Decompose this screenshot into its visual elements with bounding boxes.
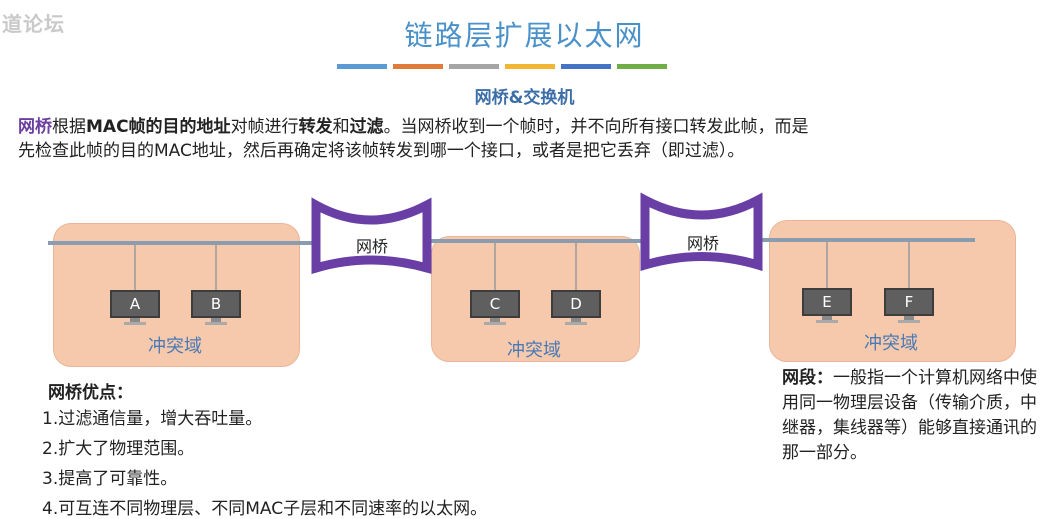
slide-subtitle: 网桥&交换机 [474,88,575,108]
intro-text-d: 转发 [298,117,333,137]
monitor-icon: B [191,290,241,318]
intro-text-b: MAC帧的目的地址 [86,117,231,137]
segment-term: 网段： [782,368,833,388]
intro-text-f: 过滤 [349,117,384,137]
stand [490,318,500,322]
slide-title: 链路层扩展以太网 [404,19,645,52]
collision-domain-label-3: 冲突域 [864,333,918,354]
computer-c[interactable]: C [470,290,520,326]
color-bar-4 [505,64,555,69]
computer-b[interactable]: B [191,290,241,326]
drop-lines [134,240,910,290]
base [816,320,838,323]
bridge-label-1: 网桥 [355,237,388,256]
watermark: 道论坛 [2,12,65,36]
bridge-label-2: 网桥 [686,234,719,253]
advantage-item-4: 4.可互连不同物理层、不同MAC子层和不同速率的以太网。 [42,499,488,519]
computer-e[interactable]: E [802,288,852,324]
color-bar-1 [337,64,387,69]
ethernet-bus [48,238,975,245]
base [124,322,146,325]
monitor-icon: C [470,290,520,318]
color-bar-3 [449,64,499,69]
base [565,322,587,325]
color-bar-6 [617,64,667,69]
segment-definition: 网段：一般指一个计算机网络中使用同一物理层设备（传输介质，中继器，集线器等）能够… [782,366,1042,466]
collision-domain-label-2: 冲突域 [507,340,561,361]
monitor-icon: F [884,288,934,316]
intro-paragraph: 网桥根据MAC帧的目的地址对帧进行转发和过滤。当网桥收到一个帧时，并不向所有接口… [18,115,1038,163]
advantage-item-2: 2.扩大了物理范围。 [42,439,195,459]
monitor-icon: D [551,290,601,318]
base [484,322,506,325]
stand [822,316,832,320]
color-bar-2 [393,64,443,69]
computer-d[interactable]: D [551,290,601,326]
stand [904,316,914,320]
advantage-item-3: 3.提高了可靠性。 [42,469,178,489]
intro-text-e: 和 [332,117,350,137]
base [898,320,920,323]
stand [130,318,140,322]
advantage-item-1: 1.过滤通信量，增大吞吐量。 [42,409,263,429]
stand [571,318,581,322]
color-bar-5 [561,64,611,69]
collision-domain-label-1: 冲突域 [148,336,202,357]
computer-a[interactable]: A [110,290,160,326]
bridge-shape-1 [311,197,432,275]
intro-line-1: 网桥根据MAC帧的目的地址对帧进行转发和过滤。当网桥收到一个帧时，并不向所有接口… [18,115,1038,139]
intro-text-c: 对帧进行 [230,117,299,137]
advantages-title: 网桥优点： [48,383,133,403]
base [205,322,227,325]
intro-text-g: 。当网桥收到一个帧时，并不向所有接口转发此帧，而是 [383,117,809,137]
collision-domain-1 [53,223,300,367]
monitor-icon: E [802,288,852,316]
intro-line-2: 先检查此帧的目的MAC地址，然后再确定将该帧转发到哪一个接口，或者是把它丢弃（即… [18,141,745,161]
segment-text: 一般指一个计算机网络中使用同一物理层设备（传输介质，中继器，集线器等）能够直接通… [782,368,1037,463]
intro-term-bridge: 网桥 [18,117,52,137]
stand [211,318,221,322]
computer-f[interactable]: F [884,288,934,324]
intro-text-a: 根据 [52,117,86,137]
collision-domain-2 [431,236,640,362]
bridge-shape-2 [640,192,763,272]
monitor-icon: A [110,290,160,318]
